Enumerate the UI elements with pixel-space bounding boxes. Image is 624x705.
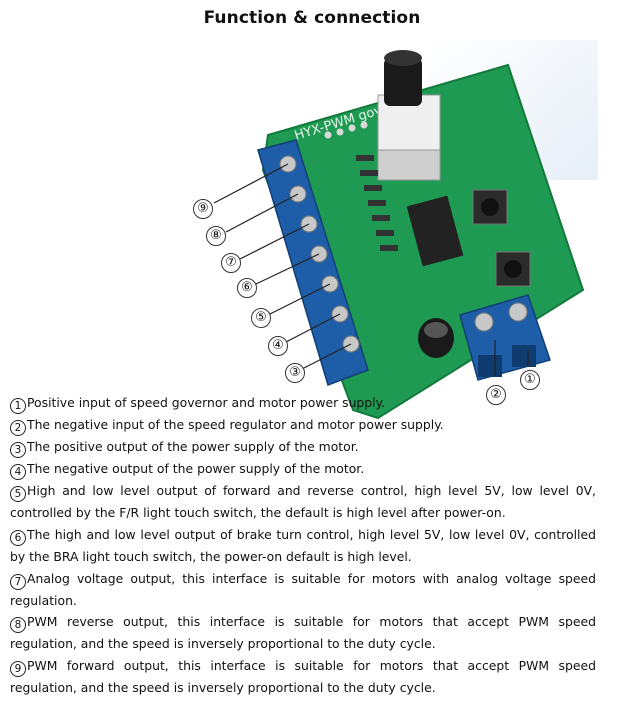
board-photo: HYX-PWM governor: [257, 40, 598, 420]
item-text: Positive input of speed governor and mot…: [27, 395, 386, 410]
item-text: Analog voltage output, this interface is…: [10, 570, 596, 608]
item-text: The positive output of the power supply …: [27, 439, 359, 454]
ic-chip: [406, 195, 464, 267]
item-number: 9: [10, 661, 26, 678]
item-text: The negative output of the power supply …: [27, 461, 365, 476]
item-text: The negative input of the speed regulato…: [27, 417, 444, 432]
callout-7: ⑦: [221, 253, 241, 273]
page-title: Function & connection: [203, 8, 421, 28]
item-number: 5: [10, 486, 26, 502]
callout-4: ④: [268, 336, 288, 356]
item-number: 4: [10, 464, 26, 480]
item-number: 8: [10, 617, 26, 634]
callout-1: ①: [520, 370, 540, 390]
item-text: PWM forward output, this interface is su…: [10, 658, 596, 696]
item-number: 6: [10, 529, 26, 546]
item-text: PWM reverse output, this interface is su…: [10, 614, 596, 652]
item-number: 2: [10, 420, 26, 436]
item-number: 3: [10, 442, 26, 458]
leader-lines: [213, 163, 529, 376]
callout-6: ⑥: [237, 278, 257, 298]
callout-3: ③: [285, 363, 305, 383]
callout-5: ⑤: [251, 308, 271, 328]
item-number: 7: [10, 573, 26, 590]
potentiometer-knob: [384, 58, 422, 106]
item-number: 1: [10, 398, 26, 414]
callout-9: ⑨: [193, 199, 213, 219]
item-text: The high and low level output of brake t…: [10, 526, 596, 564]
callout-2: ②: [486, 385, 506, 405]
callout-8: ⑧: [206, 226, 226, 246]
item-text: High and low level output of forward and…: [10, 483, 596, 520]
